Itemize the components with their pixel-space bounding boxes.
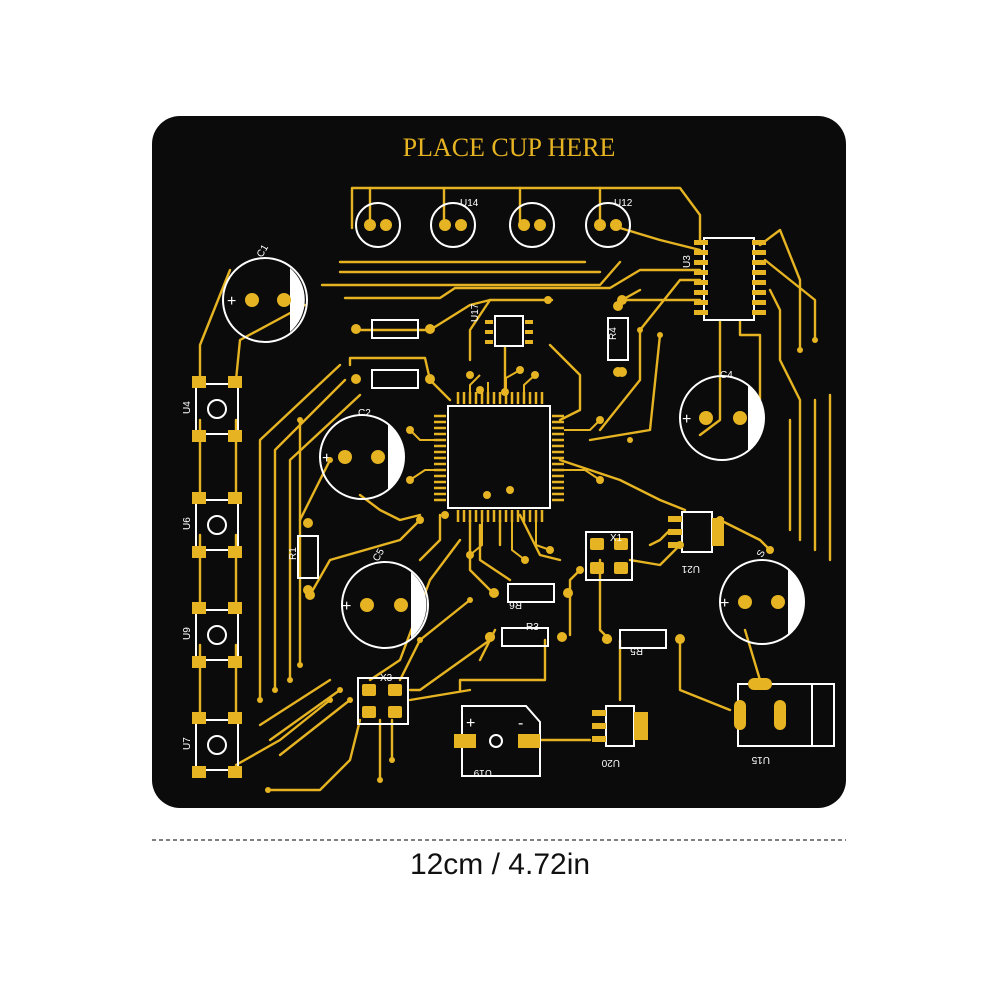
label-u4: U4 [182,401,193,414]
connector-u-mid [509,202,555,248]
switch-u7: U7 [182,712,242,778]
label-r1: R1 [288,547,299,560]
label-u6: U6 [182,517,193,530]
label-u14: U14 [460,198,479,209]
label-u20: U20 [601,757,620,768]
c5-plus: + [342,598,351,615]
ic-u3: U3 [682,237,766,321]
capacitor-c5: + C5 [341,547,429,649]
regulator-u21: U21 [668,511,724,574]
crystal-x1: X1 [585,531,633,581]
c4-plus: + [682,411,691,428]
label-u3: U3 [682,255,693,268]
power-jack-u15: U15 [734,678,835,765]
capacitor-c4: + C4 [679,370,765,461]
capacitor-s: + S [719,548,805,645]
u19-plus: + [466,715,475,732]
capacitor-c1: + C1 [222,243,308,343]
label-u12: U12 [614,198,633,209]
board-title: PLACE CUP HERE [403,133,616,162]
u19-minus: - [518,715,523,732]
label-u9: U9 [182,627,193,640]
s-plus: + [720,595,729,612]
connector-u12 [585,202,631,248]
c1-plus: + [227,293,236,310]
ic-u17: U17 [470,303,533,347]
switch-u6: U6 [182,492,242,558]
label-u19: U19 [473,767,492,778]
connector-row: U14 U12 [355,198,633,248]
regulator-u20: U20 [592,705,648,768]
label-s: S [755,548,768,560]
switch-u9: U9 [182,602,242,668]
label-r4: R4 [608,327,619,340]
label-x3: X3 [380,673,393,684]
label-u7: U7 [182,737,193,750]
label-r5: R5 [630,645,643,656]
vias [257,295,818,793]
label-r3: R3 [526,622,539,633]
resistor-top-left [351,319,435,339]
label-c2: C2 [358,408,371,419]
buzzer-u19: + - U19 [454,705,541,778]
dimension-caption: 12cm / 4.72in [409,848,591,881]
c2-plus: + [322,450,331,467]
crystal-x3: X3 [357,673,409,725]
label-r6: R6 [509,599,522,610]
connector-u-left [355,202,401,248]
label-u15: U15 [751,754,770,765]
capacitor-c2: + C2 [319,408,405,500]
label-u17: U17 [470,303,481,322]
resistor-r6: R6 [489,583,573,610]
label-u21: U21 [681,563,700,574]
switch-u4: U4 [182,376,242,442]
resistor-r1: R1 [288,518,319,595]
label-x1: X1 [610,533,623,544]
mcu-chip [406,366,604,564]
label-c4: C4 [720,370,733,381]
connector-u14 [430,202,476,248]
